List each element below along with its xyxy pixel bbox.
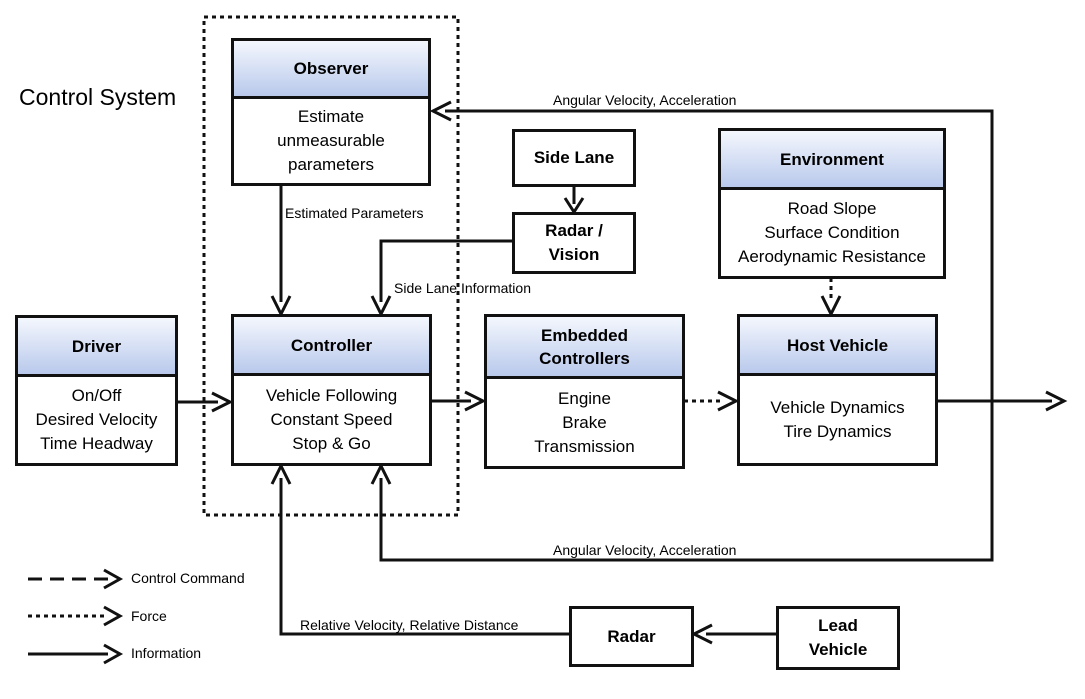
arrowhead xyxy=(211,391,234,413)
host-vehicle-body: Vehicle Dynamics Tire Dynamics xyxy=(740,376,935,463)
driver-line: Desired Velocity xyxy=(35,410,158,429)
arrowhead xyxy=(690,623,713,645)
radar-vision-line: Radar / xyxy=(545,221,603,240)
arrowhead xyxy=(103,643,124,665)
controller-body: Vehicle Following Constant Speed Stop & … xyxy=(234,376,429,463)
arrowhead xyxy=(820,295,842,318)
driver-body: On/Off Desired Velocity Time Headway xyxy=(18,377,175,463)
lead-line: Vehicle xyxy=(808,640,868,659)
observer-block: Observer Estimate unmeasurable parameter… xyxy=(231,38,431,186)
label-estimated-parameters: Estimated Parameters xyxy=(285,205,424,221)
radar-title: Radar xyxy=(607,626,656,646)
environment-block: Environment Road Slope Surface Condition… xyxy=(718,128,946,279)
arrowhead xyxy=(717,390,740,412)
diagram-title: Control System xyxy=(19,84,177,110)
lead-vehicle-block: Lead Vehicle xyxy=(776,606,900,670)
arrow-side-lane-information xyxy=(379,239,512,302)
label-relative-velocity: Relative Velocity, Relative Distance xyxy=(300,617,519,633)
embedded-title-line: Embedded xyxy=(541,325,628,345)
arrowhead xyxy=(103,568,124,590)
radar-vision-block: Radar / Vision xyxy=(512,212,636,274)
label-side-lane-information: Side Lane Information xyxy=(394,280,531,296)
arrowhead xyxy=(1045,390,1068,412)
environment-title: Environment xyxy=(721,131,943,190)
host-vehicle-title: Host Vehicle xyxy=(740,317,935,376)
legend-information: Information xyxy=(131,645,202,661)
observer-line: Estimate xyxy=(297,107,365,126)
observer-line: parameters xyxy=(288,155,374,174)
arrowhead xyxy=(370,462,392,485)
radar-vision-line: Vision xyxy=(548,245,600,264)
controller-line: Stop & Go xyxy=(292,433,371,453)
radar-vision-label: Radar / Vision xyxy=(515,215,633,271)
arrow-radar-to-controller xyxy=(279,478,570,636)
observer-title: Observer xyxy=(234,41,428,99)
arrow-feedback-to-controller xyxy=(379,401,994,562)
observer-body: Estimate unmeasurable parameters xyxy=(234,99,428,183)
embedded-line: Brake xyxy=(562,412,607,432)
environment-line: Road Slope xyxy=(787,199,877,218)
host-vehicle-block: Host Vehicle Vehicle Dynamics Tire Dynam… xyxy=(737,314,938,466)
radar-block: Radar xyxy=(569,606,694,667)
controller-block: Controller Vehicle Following Constant Sp… xyxy=(231,314,432,466)
label-angular-velocity-bottom: Angular Velocity, Acceleration xyxy=(553,542,737,558)
observer-line: unmeasurable xyxy=(277,131,385,150)
lead-line: Lead xyxy=(818,616,858,635)
embedded-title-line: Controllers xyxy=(539,348,630,368)
arrowhead xyxy=(429,100,452,122)
side-lane-block: Side Lane xyxy=(512,129,636,187)
driver-line: Time Headway xyxy=(40,434,153,453)
driver-line: On/Off xyxy=(71,386,122,405)
environment-body: Road Slope Surface Condition Aerodynamic… xyxy=(721,190,943,276)
legend-force: Force xyxy=(131,608,167,624)
arrowhead xyxy=(270,462,292,485)
environment-line: Surface Condition xyxy=(764,223,900,242)
arrowhead xyxy=(103,605,124,627)
embedded-controllers-title: Embedded Controllers xyxy=(487,317,682,379)
host-line: Vehicle Dynamics xyxy=(770,397,905,417)
arrow-feedback-to-observer xyxy=(445,109,994,401)
arrowhead xyxy=(464,390,487,412)
side-lane-title: Side Lane xyxy=(533,148,615,167)
driver-title: Driver xyxy=(18,318,175,377)
legend-control-command: Control Command xyxy=(131,570,245,586)
host-line: Tire Dynamics xyxy=(783,421,892,441)
embedded-line: Transmission xyxy=(534,436,635,456)
controller-title: Controller xyxy=(234,317,429,376)
embedded-controllers-block: Embedded Controllers Engine Brake Transm… xyxy=(484,314,685,469)
embedded-controllers-body: Engine Brake Transmission xyxy=(487,379,682,466)
controller-line: Vehicle Following xyxy=(265,385,398,405)
label-angular-velocity-top: Angular Velocity, Acceleration xyxy=(553,92,737,108)
embedded-line: Engine xyxy=(558,388,611,408)
lead-vehicle-label: Lead Vehicle xyxy=(779,609,897,667)
environment-line: Aerodynamic Resistance xyxy=(737,247,927,266)
driver-block: Driver On/Off Desired Velocity Time Head… xyxy=(15,315,178,466)
controller-line: Constant Speed xyxy=(270,409,393,429)
